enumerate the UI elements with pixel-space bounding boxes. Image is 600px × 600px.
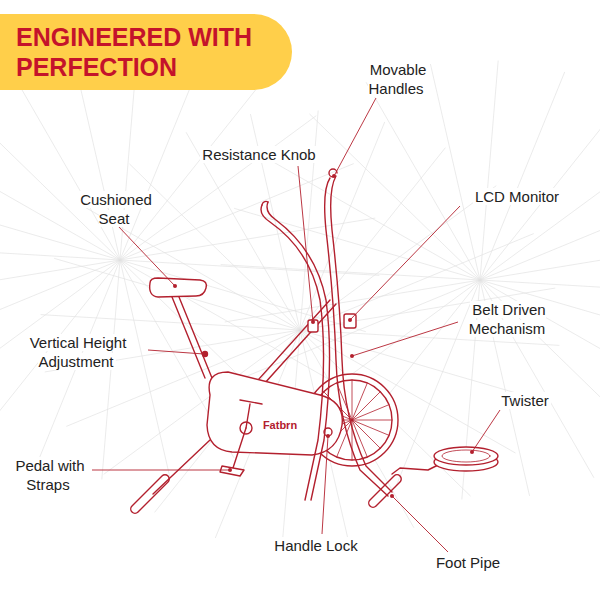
chain-guard bbox=[207, 372, 342, 455]
grid-line bbox=[300, 111, 318, 330]
part-label: Twister bbox=[485, 391, 565, 410]
twister-top bbox=[434, 447, 498, 465]
grid-line bbox=[480, 238, 600, 280]
grid-line bbox=[480, 61, 498, 280]
pedal bbox=[220, 428, 246, 476]
grid-line bbox=[0, 245, 120, 260]
grid-line bbox=[0, 260, 120, 302]
background-grid bbox=[0, 41, 600, 550]
part-label: Handle Lock bbox=[261, 536, 371, 555]
leader-line bbox=[472, 410, 500, 452]
grid-line bbox=[0, 94, 120, 260]
grip-left bbox=[262, 201, 268, 205]
seat-post bbox=[172, 297, 212, 378]
leader-line bbox=[92, 470, 230, 471]
grid-line bbox=[221, 265, 480, 280]
grid-line bbox=[6, 62, 120, 260]
title: ENGINEERED WITH PERFECTION bbox=[16, 22, 266, 82]
part-label: Cushioned Seat bbox=[70, 190, 160, 228]
leader-line bbox=[118, 226, 175, 286]
exercise-bike bbox=[131, 169, 498, 513]
grid-line bbox=[120, 218, 375, 260]
spoke bbox=[352, 420, 392, 421]
grid-line bbox=[430, 64, 480, 280]
resistance-knob bbox=[308, 320, 318, 332]
rear-tube bbox=[153, 440, 210, 494]
grid-line bbox=[246, 280, 480, 376]
grid-line bbox=[41, 315, 300, 330]
leader-line bbox=[352, 322, 458, 356]
spoke bbox=[352, 405, 389, 420]
part-label: Movable Handles bbox=[352, 60, 442, 98]
spoke bbox=[352, 420, 380, 448]
leader-dots bbox=[173, 174, 474, 498]
grid-line bbox=[480, 136, 600, 280]
leader-line bbox=[298, 166, 313, 322]
grid-line bbox=[120, 260, 379, 275]
grid-line bbox=[366, 82, 480, 280]
part-label: Resistance Knob bbox=[184, 145, 334, 164]
leader-line bbox=[350, 206, 460, 320]
spoke bbox=[352, 380, 353, 420]
leader-line bbox=[334, 98, 376, 176]
twister-arm bbox=[392, 464, 440, 474]
twister-ring bbox=[442, 450, 490, 462]
rear-foot bbox=[131, 475, 169, 513]
grid-line bbox=[480, 280, 600, 295]
part-label: Pedal with Straps bbox=[4, 456, 94, 494]
part-label: Vertical Height Adjustment bbox=[7, 333, 147, 371]
height-knob bbox=[203, 352, 208, 357]
pedal-back bbox=[240, 400, 262, 428]
spoke bbox=[352, 392, 380, 420]
left-handle-b bbox=[267, 202, 330, 500]
grid-line bbox=[120, 164, 354, 260]
right-handle-b bbox=[331, 176, 392, 492]
left-handle bbox=[261, 205, 324, 500]
part-label: Belt Driven Mechanism bbox=[453, 300, 563, 338]
title-banner: ENGINEERED WITH PERFECTION bbox=[0, 14, 292, 90]
part-label: LCD Monitor bbox=[452, 187, 582, 206]
seat bbox=[150, 278, 207, 297]
leader-line bbox=[148, 350, 204, 354]
grid-line bbox=[0, 260, 120, 442]
right-handle bbox=[325, 178, 388, 496]
part-label: Foot Pipe bbox=[418, 553, 518, 572]
leader-line bbox=[392, 496, 448, 552]
leader-line bbox=[322, 436, 328, 534]
grid-line bbox=[0, 260, 120, 404]
brand-name: Fatbrn bbox=[250, 419, 310, 432]
leader-lines bbox=[92, 98, 500, 552]
foot-pipe bbox=[369, 475, 401, 507]
grid-line bbox=[120, 116, 316, 260]
